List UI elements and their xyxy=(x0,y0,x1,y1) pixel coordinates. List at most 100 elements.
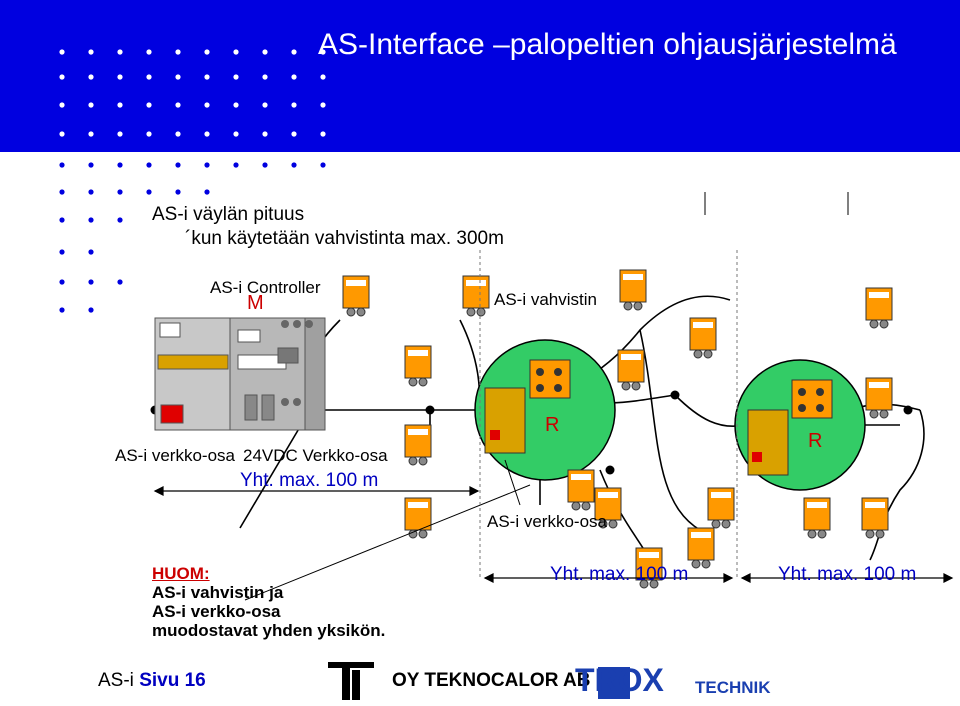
page-number: Sivu 16 xyxy=(139,670,206,691)
grid-dot xyxy=(262,74,268,80)
slave-module xyxy=(404,345,432,387)
slave-module xyxy=(687,527,715,569)
supply-24vdc-label: 24VDC Verkko-osa xyxy=(243,446,388,465)
grid-dot xyxy=(233,162,239,168)
grid-dot xyxy=(59,279,65,285)
grid-dot xyxy=(117,74,123,80)
grid-dot xyxy=(117,217,123,223)
teknocalor-logo-text: OY TEKNOCALOR AB xyxy=(392,670,591,691)
page-title: AS-Interface –palopeltien ohjausjärjeste… xyxy=(318,28,897,61)
as-i-controller xyxy=(154,317,326,431)
note-line1: AS-i vahvistin ja xyxy=(152,583,284,602)
slave-module xyxy=(865,287,893,329)
grid-dot xyxy=(146,74,152,80)
slave-module xyxy=(619,269,647,311)
grid-dot xyxy=(88,279,94,285)
grid-dot xyxy=(146,49,152,55)
tek-logo-mark xyxy=(328,662,374,700)
grid-dot xyxy=(291,102,297,108)
segment-length-3: Yht. max. 100 m xyxy=(778,564,917,585)
grid-dot xyxy=(175,49,181,55)
slave-module xyxy=(861,497,889,539)
network-supply-label: AS-i verkko-osa xyxy=(487,512,607,531)
grid-dot xyxy=(117,131,123,137)
grid-dot xyxy=(320,131,326,137)
grid-dot xyxy=(88,307,94,313)
grid-dot xyxy=(291,49,297,55)
grid-dot xyxy=(291,131,297,137)
grid-dot xyxy=(117,189,123,195)
grid-dot xyxy=(146,162,152,168)
grid-dot xyxy=(233,102,239,108)
grid-dot xyxy=(59,49,65,55)
grid-dot xyxy=(233,74,239,80)
grid-dot xyxy=(204,49,210,55)
segment-separators xyxy=(479,250,738,580)
slave-module xyxy=(707,487,735,529)
grid-dot xyxy=(291,162,297,168)
grid-dot xyxy=(59,74,65,80)
grid-dot xyxy=(117,279,123,285)
grid-dot xyxy=(88,102,94,108)
grid-dot xyxy=(88,74,94,80)
footer: AS-i Sivu 16 xyxy=(98,670,206,692)
grid-dot xyxy=(59,249,65,255)
slave-module xyxy=(594,487,622,529)
dot-grid xyxy=(59,49,326,313)
header-band xyxy=(0,0,960,152)
grid-dot xyxy=(262,131,268,137)
pointer-lines xyxy=(244,192,849,601)
grid-dot xyxy=(175,162,181,168)
grid-dot xyxy=(88,49,94,55)
grid-dot xyxy=(320,102,326,108)
grid-dot xyxy=(59,162,65,168)
slave-module xyxy=(567,469,595,511)
repeater-symbol-1: R xyxy=(545,414,560,436)
bus-length-line1: AS-i väylän pituus xyxy=(152,204,305,225)
slave-module xyxy=(404,497,432,539)
grid-dot xyxy=(175,131,181,137)
grid-dot xyxy=(233,49,239,55)
grid-dot xyxy=(117,162,123,168)
segment-length-2: Yht. max. 100 m xyxy=(550,564,689,585)
trox-logo-text: TROX xyxy=(575,662,664,698)
trox-logo-mark xyxy=(598,667,630,699)
note-line2: AS-i verkko-osa xyxy=(152,602,281,621)
grid-dot xyxy=(262,49,268,55)
grid-dot xyxy=(117,102,123,108)
grid-dot xyxy=(175,102,181,108)
grid-dot xyxy=(88,162,94,168)
slave-modules xyxy=(342,269,893,589)
grid-dot xyxy=(320,74,326,80)
slave-module xyxy=(689,317,717,359)
repeater-device-1 xyxy=(484,359,571,454)
grid-dot xyxy=(320,49,326,55)
grid-dot xyxy=(204,131,210,137)
master-symbol: M xyxy=(247,292,264,314)
repeater-device-2 xyxy=(747,379,833,476)
dimension-arrows xyxy=(153,486,954,583)
bus-length-line2: ´kun käytetään vahvistinta max. 300m xyxy=(185,228,504,249)
grid-dot xyxy=(262,162,268,168)
grid-dot xyxy=(59,102,65,108)
grid-dot xyxy=(204,162,210,168)
grid-dot xyxy=(117,49,123,55)
grid-dot xyxy=(175,189,181,195)
grid-dot xyxy=(204,189,210,195)
power-supply-label: AS-i verkko-osa xyxy=(115,446,235,465)
grid-dot xyxy=(204,74,210,80)
slave-module xyxy=(462,275,490,317)
grid-dot xyxy=(320,162,326,168)
slave-module xyxy=(865,377,893,419)
grid-dot xyxy=(59,217,65,223)
grid-dot xyxy=(175,74,181,80)
grid-dot xyxy=(291,74,297,80)
slave-module xyxy=(404,424,432,466)
grid-dot xyxy=(233,131,239,137)
slave-module xyxy=(617,349,645,391)
note-line3: muodostavat yhden yksikön. xyxy=(152,621,386,640)
grid-dot xyxy=(88,217,94,223)
technik-logo-text: TECHNIK xyxy=(695,678,771,697)
segment-length-1: Yht. max. 100 m xyxy=(240,470,379,491)
